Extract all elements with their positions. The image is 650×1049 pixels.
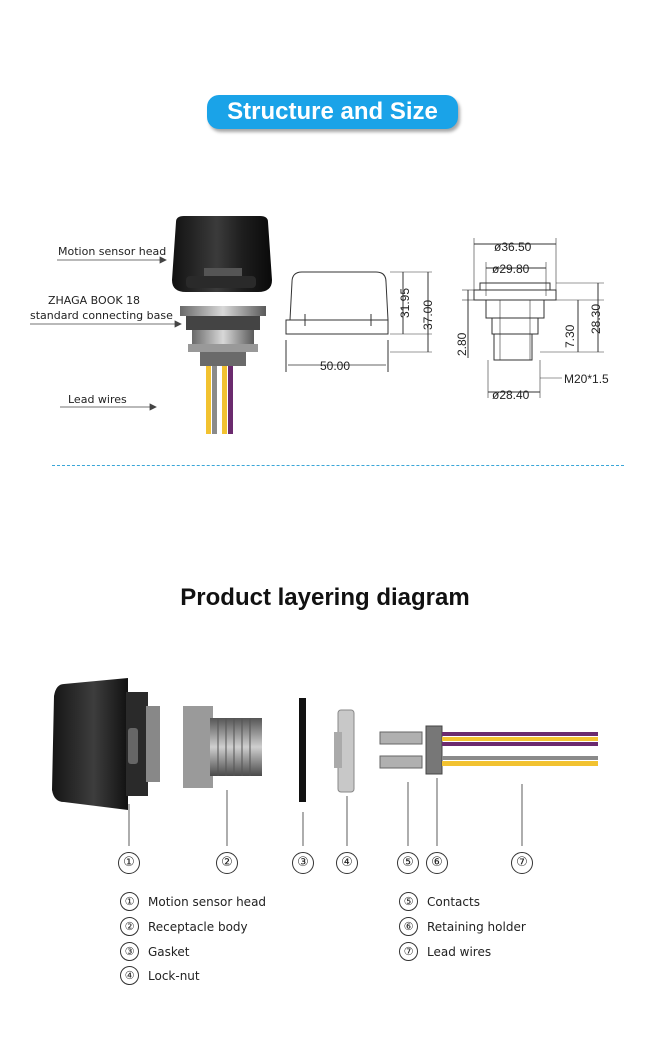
layering-diagram-title: Product layering diagram — [180, 584, 470, 611]
part-lead-wires — [442, 732, 598, 766]
legend-item-4: ④ Lock-nut — [120, 966, 200, 985]
legend-item-3: ③ Gasket — [120, 942, 190, 961]
legend-label: Receptacle body — [148, 919, 248, 934]
dim-730: 7.30 — [563, 324, 577, 348]
part-number-2: ② — [216, 852, 238, 874]
legend-label: Lock-nut — [148, 968, 200, 983]
structure-drawings: 50.00 31.95 37.00 ø36.50 ø29.80 ø28.40 M… — [30, 216, 609, 434]
section-divider — [52, 465, 624, 466]
legend-number: ④ — [120, 966, 139, 985]
dim-height-b: 37.00 — [421, 300, 435, 330]
part-number-6: ⑥ — [426, 852, 448, 874]
callout-zhaga-line2: standard connecting base — [30, 309, 173, 322]
section-title-badge: Structure and Size — [207, 95, 458, 129]
part-number-3: ③ — [292, 852, 314, 874]
dim-thread: M20*1.5 — [564, 372, 609, 386]
legend-label: Contacts — [427, 894, 480, 909]
legend-number: ⑤ — [399, 892, 418, 911]
dim-height-a: 31.95 — [398, 288, 412, 318]
section-view-drawing — [462, 238, 604, 398]
callout-leaders — [30, 256, 182, 411]
dim-dia-inner: ø29.80 — [492, 262, 530, 276]
part-number-1: ① — [118, 852, 140, 874]
legend-item-6: ⑥ Retaining holder — [399, 917, 526, 936]
dim-dia-bottom: ø28.40 — [492, 388, 530, 402]
part-receptacle-body — [183, 706, 262, 788]
part-motion-sensor-head — [52, 678, 160, 810]
part-number-4: ④ — [336, 852, 358, 874]
callout-motion-sensor-head: Motion sensor head — [58, 245, 167, 258]
part-number-5: ⑤ — [397, 852, 419, 874]
legend-number: ⑦ — [399, 942, 418, 961]
legend-label: Retaining holder — [427, 919, 526, 934]
legend-item-5: ⑤ Contacts — [399, 892, 480, 911]
exploded-view — [52, 678, 598, 846]
dim-dia-outer: ø36.50 — [494, 240, 532, 254]
legend-label: Motion sensor head — [148, 894, 267, 909]
callout-zhaga-line1: ZHAGA BOOK 18 — [48, 294, 141, 307]
legend-label: Lead wires — [427, 944, 492, 959]
callout-lead-wires: Lead wires — [68, 393, 127, 406]
legend-number: ⑥ — [399, 917, 418, 936]
part-contacts — [379, 731, 423, 769]
dim-width: 50.00 — [320, 359, 350, 373]
legend-item-2: ② Receptacle body — [120, 917, 248, 936]
legend-number: ① — [120, 892, 139, 911]
legend-item-1: ① Motion sensor head — [120, 892, 266, 911]
side-view-drawing — [285, 271, 432, 372]
legend-label: Gasket — [148, 944, 190, 959]
product-photo — [172, 216, 272, 434]
dim-2830: 28.30 — [589, 304, 603, 334]
part-lock-nut — [334, 709, 355, 793]
legend-number: ③ — [120, 942, 139, 961]
part-gasket — [299, 698, 306, 802]
part-number-7: ⑦ — [511, 852, 533, 874]
legend-item-7: ⑦ Lead wires — [399, 942, 491, 961]
dim-280: 2.80 — [455, 332, 469, 356]
part-retaining-holder — [425, 725, 443, 775]
legend-number: ② — [120, 917, 139, 936]
